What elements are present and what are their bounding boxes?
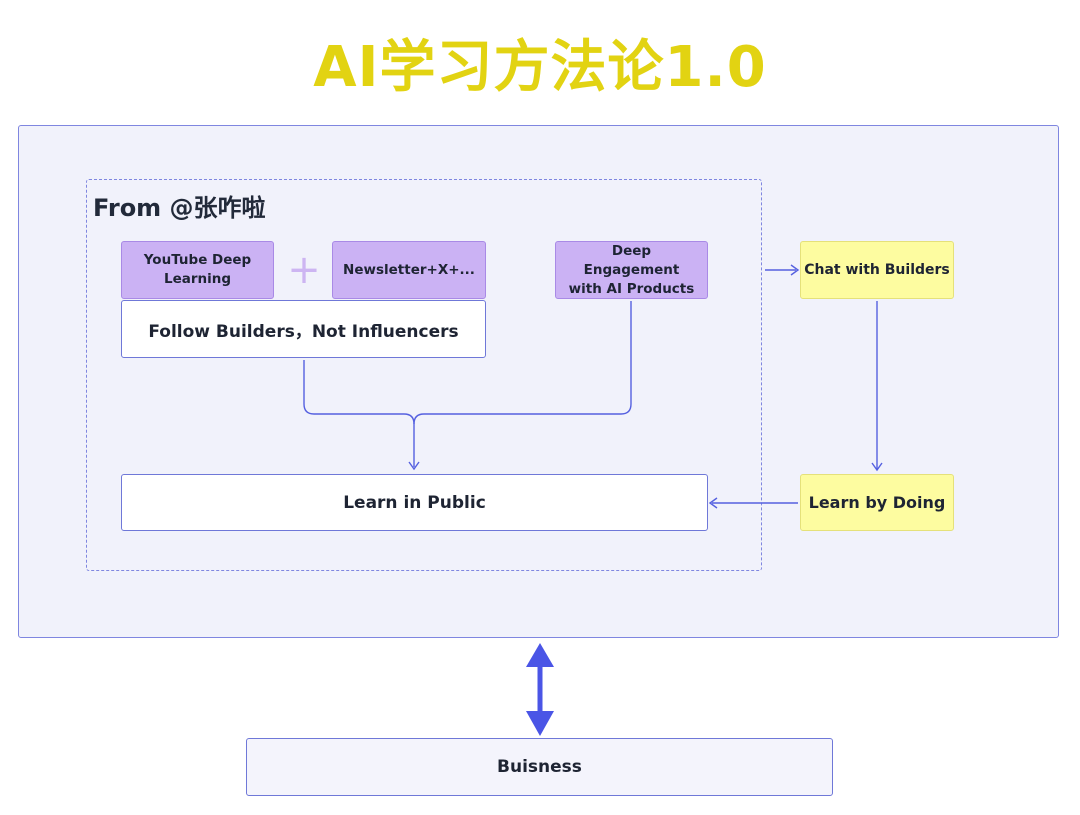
node-youtube-label: YouTube Deep Learning	[143, 252, 252, 287]
node-learn-by-doing[interactable]: Learn by Doing	[800, 474, 954, 531]
node-learn-by-doing-label: Learn by Doing	[808, 493, 946, 512]
page-title: AI学习方法论1.0	[313, 35, 767, 100]
node-learn-in-public[interactable]: Learn in Public	[121, 474, 708, 531]
node-deep-engagement[interactable]: Deep Engagement with AI Products	[555, 241, 708, 299]
node-deep-engagement-label: Deep Engagement with AI Products	[568, 242, 695, 297]
node-youtube-deep-learning[interactable]: YouTube Deep Learning	[121, 241, 274, 299]
node-business[interactable]: Buisness	[246, 738, 833, 796]
node-learn-in-public-label: Learn in Public	[343, 492, 486, 513]
node-follow-builders[interactable]: Follow Builders，Not Influencers	[121, 300, 486, 358]
source-group-frame	[86, 179, 762, 571]
bidirectional-arrow-icon	[526, 643, 554, 736]
group-title: From @张咋啦	[93, 194, 266, 222]
node-newsletter[interactable]: Newsletter+X+...	[332, 241, 486, 299]
node-chat-with-builders[interactable]: Chat with Builders	[800, 241, 954, 299]
plus-icon: +	[287, 247, 321, 293]
node-follow-builders-label: Follow Builders，Not Influencers	[148, 321, 459, 342]
node-chat-with-builders-label: Chat with Builders	[804, 262, 950, 278]
node-business-label: Buisness	[497, 757, 582, 777]
node-newsletter-label: Newsletter+X+...	[343, 261, 475, 278]
